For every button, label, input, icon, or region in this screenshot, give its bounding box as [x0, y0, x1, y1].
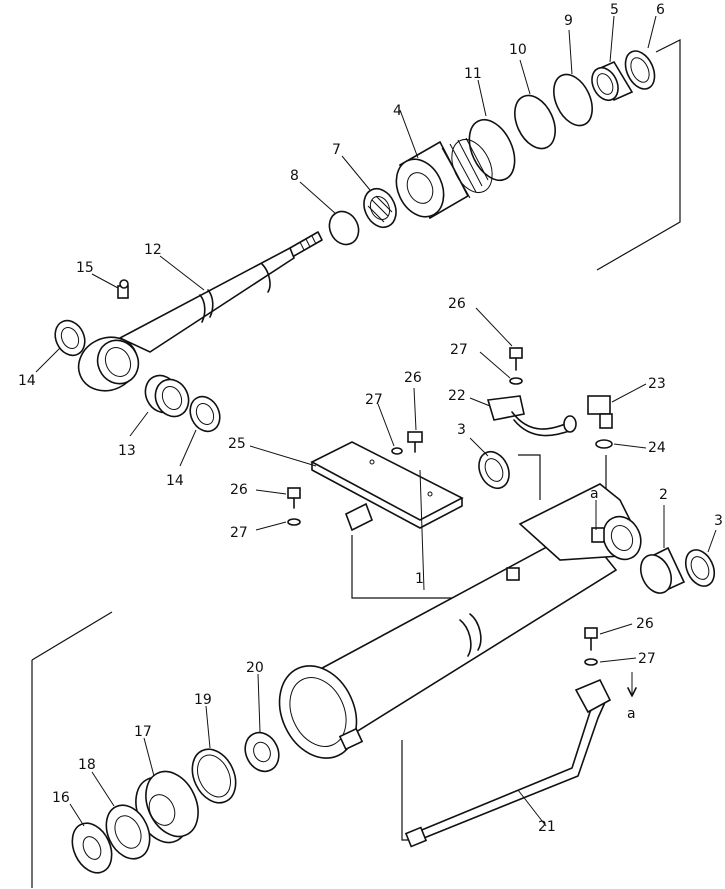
label-part-14: 14	[18, 373, 36, 389]
label-part-6: 6	[656, 2, 665, 18]
label-connection-a: a	[590, 486, 599, 502]
part-16-washer	[71, 822, 113, 874]
label-part-11: 11	[464, 66, 482, 82]
part-11-o-ring	[468, 118, 516, 182]
part-20-nut	[244, 731, 280, 773]
part-26-bolt-top	[509, 347, 523, 371]
part-3-seal-left	[478, 450, 510, 490]
label-part-8: 8	[290, 168, 299, 184]
part-27-washer-right	[584, 658, 598, 666]
label-part-27: 27	[450, 342, 468, 358]
part-19-wear-ring	[191, 748, 237, 804]
part-24-o-ring	[595, 439, 613, 449]
label-part-3: 3	[714, 513, 723, 529]
part-14-bushing-lower	[189, 395, 221, 433]
part-12-piston-rod	[77, 231, 323, 392]
label-part-26: 26	[636, 616, 654, 632]
label-part-9: 9	[564, 13, 573, 29]
label-part-20: 20	[246, 660, 264, 676]
label-part-18: 18	[78, 757, 96, 773]
label-part-19: 19	[194, 692, 212, 708]
label-part-27: 27	[365, 392, 383, 408]
label-part-4: 4	[393, 103, 402, 119]
part-26-bolt-left	[287, 487, 301, 509]
part-10-o-ring	[514, 94, 556, 150]
part-23-elbow	[587, 395, 613, 429]
label-part-24: 24	[648, 440, 666, 456]
label-part-27: 27	[230, 525, 248, 541]
label-part-7: 7	[332, 142, 341, 158]
part-14-bushing-upper	[54, 319, 86, 357]
part-17-piston	[135, 770, 199, 844]
part-18-ring	[105, 804, 151, 860]
label-part-26: 26	[448, 296, 466, 312]
label-part-10: 10	[509, 42, 527, 58]
part-9-o-ring	[553, 73, 593, 127]
label-part-14: 14	[166, 473, 184, 489]
label-part-17: 17	[134, 724, 152, 740]
label-part-21: 21	[538, 819, 556, 835]
label-part-13: 13	[118, 443, 136, 459]
label-part-22: 22	[448, 388, 466, 404]
part-27-washer-mid	[391, 447, 403, 455]
label-part-3: 3	[457, 422, 466, 438]
label-part-26: 26	[404, 370, 422, 386]
part-26-bolt-right	[584, 627, 598, 651]
part-8-snap-ring	[328, 210, 360, 246]
part-15-grease-fitting	[117, 279, 129, 299]
part-22-clamp-pipe	[486, 395, 577, 437]
part-1-cylinder-tube	[278, 483, 642, 759]
part-7-bearing	[363, 187, 397, 229]
label-part-27: 27	[638, 651, 656, 667]
part-3-seal-right	[684, 549, 716, 587]
label-part-5: 5	[610, 2, 619, 18]
label-part-1: 1	[415, 571, 424, 587]
part-13-spacer	[144, 374, 190, 418]
part-27-washer-left	[287, 518, 301, 526]
part-25-cover-plate	[310, 441, 464, 532]
label-part-2: 2	[659, 487, 668, 503]
part-27-washer-top	[509, 377, 523, 385]
label-part-26: 26	[230, 482, 248, 498]
part-2-bushing	[639, 546, 686, 594]
label-part-25: 25	[228, 436, 246, 452]
part-6-dust-seal	[624, 50, 656, 90]
label-part-15: 15	[76, 260, 94, 276]
assembly-lines	[31, 39, 681, 888]
leader-lines	[35, 15, 717, 827]
part-26-bolt-mid	[407, 431, 423, 453]
label-part-12: 12	[144, 242, 162, 258]
label-part-16: 16	[52, 790, 70, 806]
part-labels: 1 2 3 3 4 5 6 7 8 9 10 11 12 13 14 14 15…	[18, 2, 723, 835]
label-connection-a: a	[627, 706, 636, 722]
part-4-cylinder-head	[395, 137, 493, 220]
label-part-23: 23	[648, 376, 666, 392]
part-5-bushing	[591, 60, 634, 102]
part-21-tube	[404, 678, 612, 848]
